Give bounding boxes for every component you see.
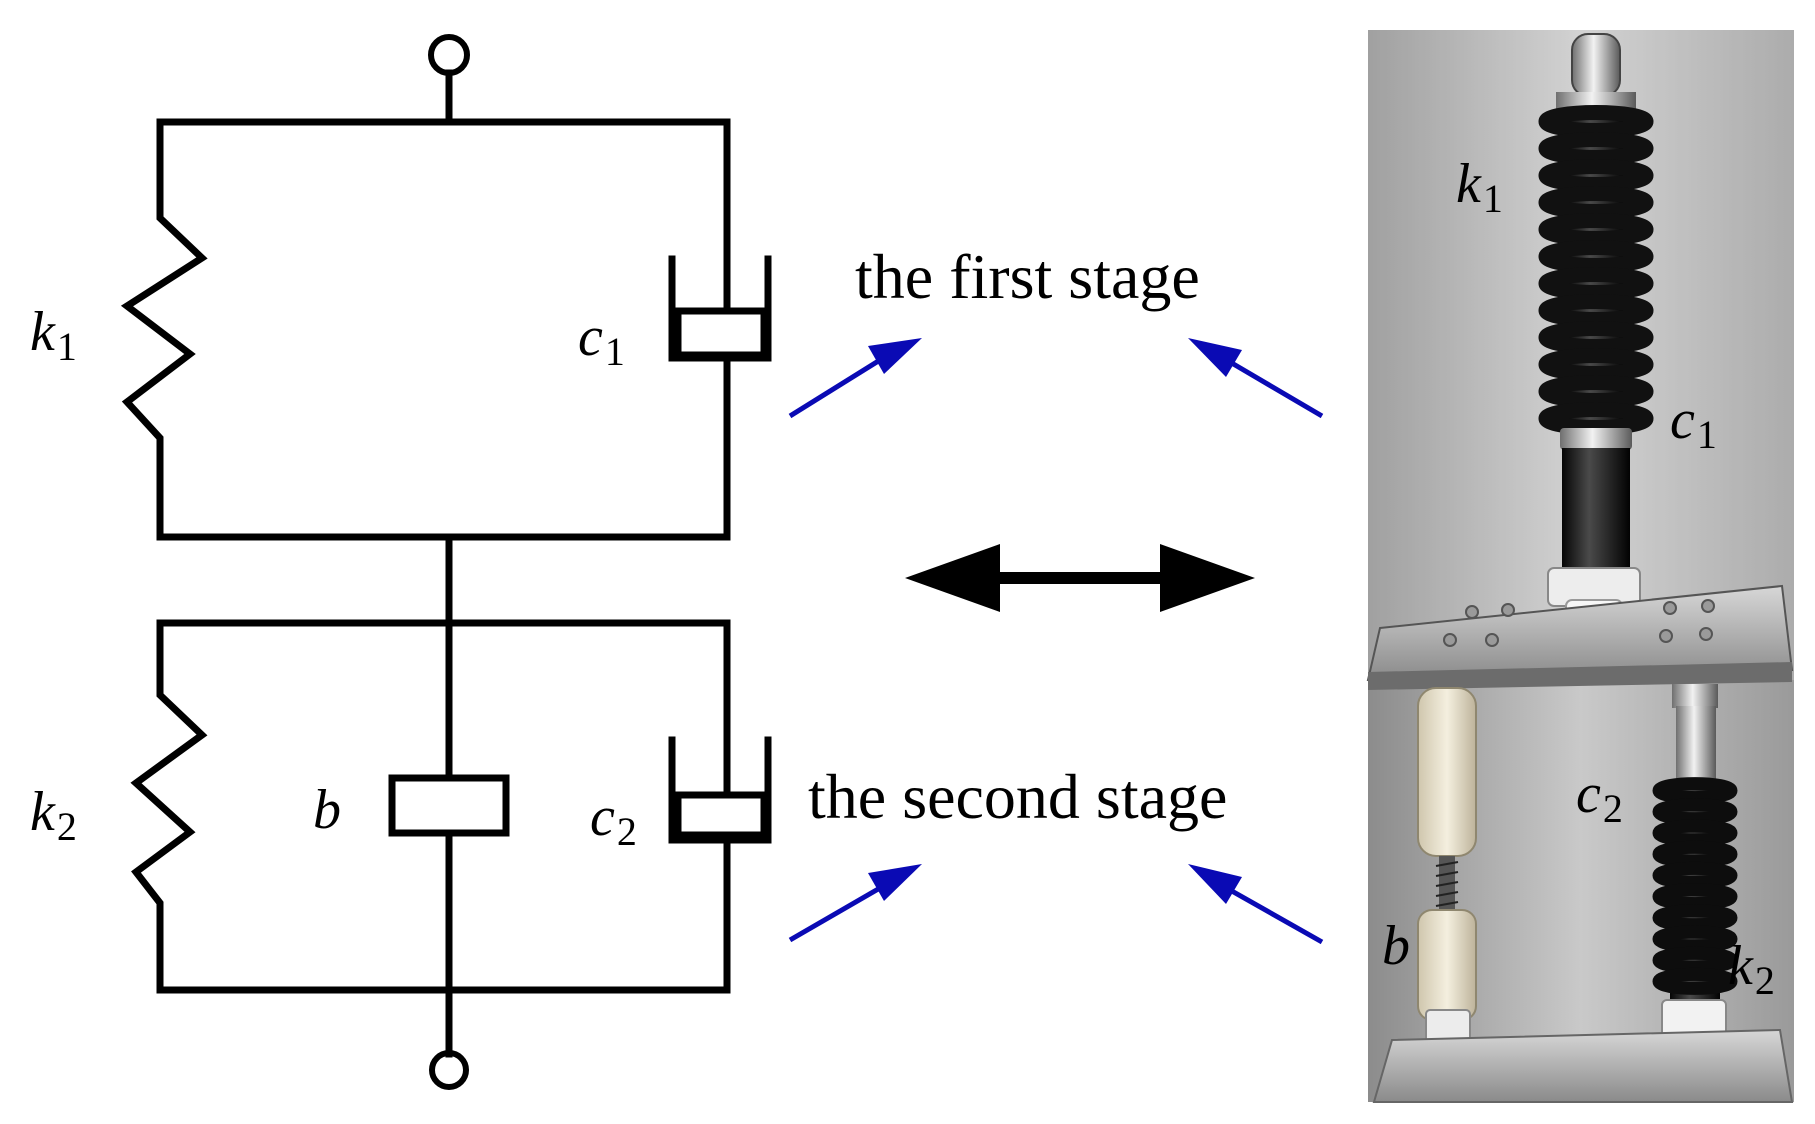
upper-coil-spring-turn — [1538, 321, 1654, 354]
upper-shock-tube — [1562, 448, 1630, 578]
equivalence-arrow-left-head — [905, 544, 1000, 612]
upper-coil-spring-turn — [1538, 132, 1654, 165]
inerter-b-body — [388, 774, 510, 837]
arrow-right-bottom-shaft — [1228, 887, 1324, 945]
lower-coil-spring-turn — [1652, 925, 1738, 953]
arrow-left-top-shaft — [788, 357, 882, 419]
inerter-screw — [1439, 856, 1455, 916]
upper-shock-absorber — [1538, 33, 1654, 627]
first-stage-label: the first stage — [855, 241, 1200, 312]
label-k2: k2 — [30, 781, 77, 849]
lower-coil-spring-turn — [1652, 904, 1738, 932]
arrow-right-top-shaft — [1228, 359, 1324, 419]
upper-coil-spring-turn — [1538, 213, 1654, 246]
upper-coil-spring-turn — [1538, 105, 1654, 138]
inerter-screw-threads — [1435, 861, 1459, 907]
lower-coil-spring-turn — [1652, 819, 1738, 847]
first-stage-arrows — [788, 338, 1324, 419]
lower-coil-spring-turn — [1652, 777, 1738, 805]
upper-coil-spring-turn — [1538, 375, 1654, 408]
arrow-right-top-head — [1188, 338, 1242, 377]
top-terminal — [428, 34, 470, 76]
plate-bolts — [1443, 599, 1715, 647]
lower-coil-spring-turn — [1652, 946, 1738, 974]
upper-eyelet — [1571, 33, 1621, 97]
label-k1: k1 — [30, 301, 77, 369]
equivalence-arrow-right-head — [1160, 544, 1255, 612]
middle-plate-edge — [1368, 662, 1792, 690]
lower-coil-spring-turn — [1652, 967, 1738, 995]
upper-coil-spring-turn — [1538, 402, 1654, 435]
photo-label-k1: k1 — [1456, 153, 1503, 221]
prototype-photo — [1366, 30, 1794, 1103]
arrow-left-bottom-head — [868, 864, 922, 901]
lower-coil-spring-turn — [1652, 861, 1738, 889]
spring-k2 — [130, 619, 208, 994]
photo-label-c2: c2 — [1576, 763, 1623, 831]
base-plate — [1372, 1028, 1794, 1103]
upper-coil-spring-turn — [1538, 159, 1654, 192]
arrow-right-bottom-head — [1188, 864, 1242, 904]
upper-spring-seat — [1560, 428, 1632, 450]
equivalence-arrow-shaft — [950, 572, 1170, 584]
photo-label-k2: k2 — [1728, 935, 1775, 1003]
lower-coil-spring-turn — [1652, 883, 1738, 911]
lower-coil-spring-turn — [1652, 840, 1738, 868]
spring-k1 — [120, 118, 208, 541]
lower-shock-absorber — [1652, 684, 1738, 1041]
damper-c1-cylinder — [668, 255, 772, 362]
equivalence-arrow — [905, 544, 1255, 612]
photo-label-c1: c1 — [1670, 389, 1717, 457]
lower-coil-spring-turn — [1652, 798, 1738, 826]
inerter-upper-body — [1417, 687, 1477, 857]
label-b: b — [313, 779, 341, 841]
upper-coil-spring-turn — [1538, 294, 1654, 327]
inerter-lower-body — [1417, 909, 1477, 1021]
arrow-left-top-head — [868, 338, 922, 374]
lower-clevis-top — [1672, 684, 1718, 708]
second-stage-arrows — [788, 864, 1324, 945]
inerter-device — [1417, 687, 1477, 1045]
second-stage-label: the second stage — [808, 761, 1227, 832]
upper-coil-spring-turn — [1538, 186, 1654, 219]
upper-coil-spring-turn — [1538, 267, 1654, 300]
damper-c2-cylinder — [668, 736, 772, 844]
photo-label-b: b — [1382, 915, 1410, 977]
label-c1: c1 — [578, 306, 625, 374]
lower-coil-spring — [1652, 777, 1738, 995]
upper-coil-spring — [1538, 105, 1654, 435]
upper-coil-spring-turn — [1538, 348, 1654, 381]
upper-coil-spring-turn — [1538, 240, 1654, 273]
schematic — [120, 34, 772, 1090]
arrow-left-bottom-shaft — [788, 885, 882, 943]
damper-c2-piston — [674, 791, 768, 839]
bottom-terminal — [429, 1050, 469, 1090]
label-c2: c2 — [590, 786, 637, 854]
damper-c1-piston — [674, 307, 768, 359]
